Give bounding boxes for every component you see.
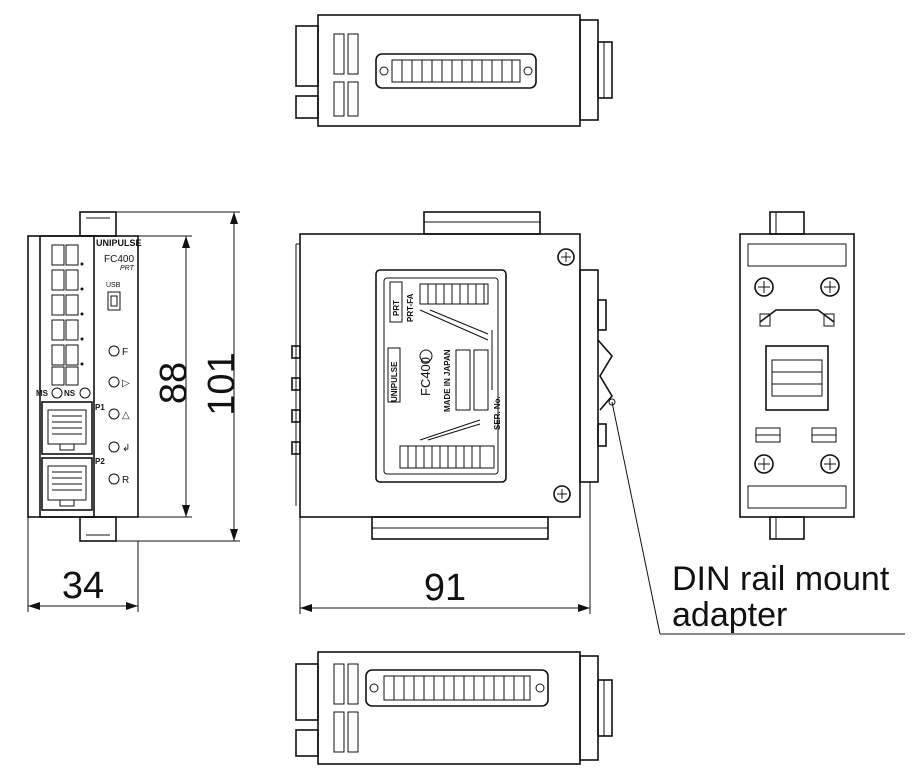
usb-label: USB (106, 282, 121, 289)
key-f-label: F (122, 347, 128, 358)
plate-ser: SER. No. (493, 396, 502, 430)
top-view-left-tab-lower (295, 95, 319, 119)
ns-label: NS (64, 389, 76, 398)
top-view-connector-pins (391, 59, 521, 83)
seven-segment-display (51, 244, 84, 386)
ns-led (79, 387, 91, 399)
back-view-body (739, 233, 855, 518)
top-view (295, 14, 613, 127)
back-screw-tr (820, 277, 840, 297)
ms-led (51, 387, 63, 399)
top-view-body (317, 14, 581, 127)
dim-101: 101 (201, 352, 243, 415)
key-f-button (108, 345, 120, 357)
key-up-button (108, 408, 120, 420)
plate-prt: PRT (392, 300, 401, 316)
key-enter-label: ↲ (122, 443, 130, 454)
label-plate (375, 269, 507, 483)
usb-port (107, 291, 121, 311)
dim-91: 91 (424, 567, 466, 609)
key-enter-button (108, 441, 120, 453)
dim-88: 88 (153, 362, 195, 404)
dim-34: 34 (62, 565, 104, 607)
back-latch (765, 345, 829, 411)
ethernet-port-p1 (41, 401, 93, 455)
back-screw-bl (754, 454, 774, 474)
callout-line2: adapter (672, 596, 787, 634)
side-view-top-connector (423, 211, 541, 235)
side-screw-top (557, 248, 575, 266)
front-view-bottom-clip (79, 516, 117, 542)
plate-prtfa: PRT-FA (406, 293, 415, 322)
side-view: PRT PRT-FA UNIPULSE FC400 MADE IN JAPAN … (291, 211, 616, 540)
side-screw-bottom (553, 485, 571, 503)
front-model: FC400 (104, 254, 134, 265)
back-screw-tl (754, 277, 774, 297)
bottom-view-connector (365, 669, 549, 707)
side-view-body (299, 233, 581, 518)
key-right-label: ▷ (122, 378, 130, 389)
top-view-right-clip-end (597, 41, 613, 99)
plate-model: FC400 (418, 357, 433, 396)
key-right-button (108, 376, 120, 388)
p2-label: P2 (95, 457, 105, 466)
back-screw-br (820, 454, 840, 474)
back-view (739, 211, 855, 540)
side-dimensions: 91 (299, 482, 591, 614)
callout-line1: DIN rail mount (672, 560, 890, 598)
top-view-left-tab (295, 25, 319, 87)
ethernet-port-p2 (41, 457, 93, 511)
top-view-right-clip (579, 19, 599, 121)
plate-madein: MADE IN JAPAN (443, 349, 452, 412)
front-view-top-clip (79, 211, 117, 237)
top-view-connector (375, 53, 537, 89)
front-brand: UNIPULSE (96, 238, 142, 248)
bottom-view-body (317, 651, 581, 765)
bottom-view (295, 651, 613, 765)
front-dimensions: 88 101 34 (27, 211, 243, 612)
front-view-display-column (39, 235, 95, 518)
front-variant: PRT (120, 265, 135, 272)
din-rail-adapter (579, 269, 616, 483)
key-r-button (108, 473, 120, 485)
front-view: MS NS P1 P2 UNIPULSE FC400 PRT USB F (27, 211, 142, 542)
plate-brand: UNIPULSE (390, 361, 399, 402)
p1-label: P1 (95, 403, 105, 412)
din-rail-callout: DIN rail mount adapter (611, 401, 905, 635)
key-r-label: R (122, 475, 129, 486)
key-up-label: △ (122, 410, 130, 421)
ms-label: MS (36, 389, 49, 398)
